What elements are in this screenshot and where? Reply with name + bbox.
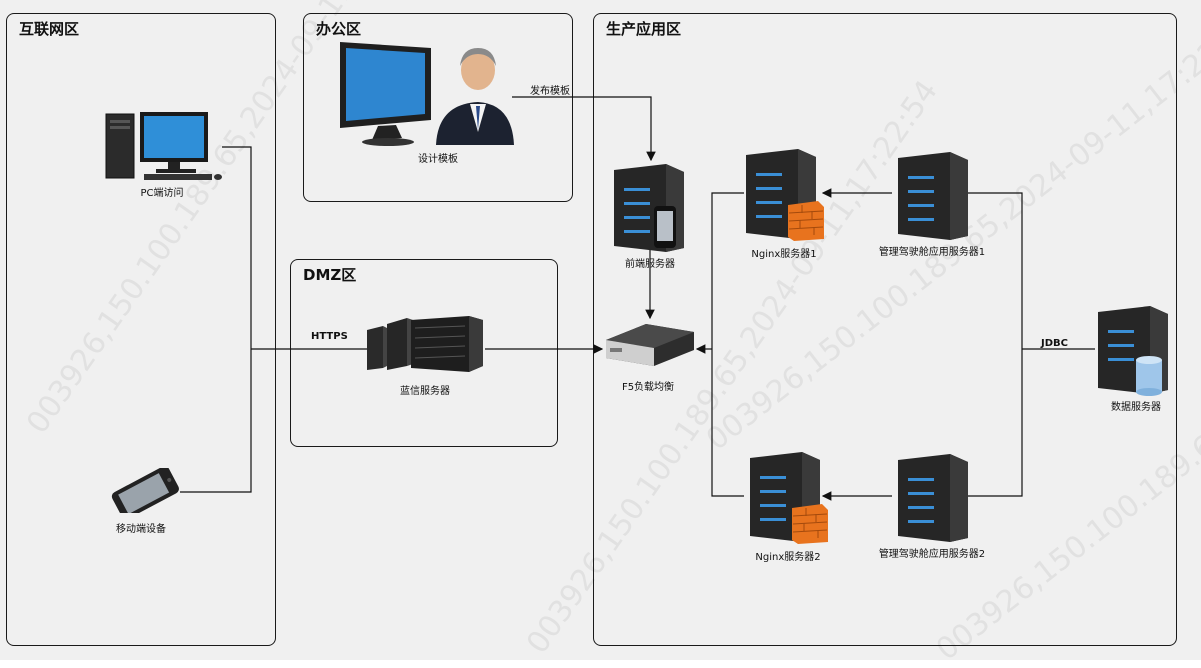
frontend-label: 前端服务器 [625, 259, 675, 270]
firewall-icon [788, 201, 824, 241]
edge-label-jdbc: JDBC [1041, 338, 1068, 349]
nginx2-node: Nginx服务器2 [746, 446, 831, 563]
app2-label: 管理驾驶舱应用服务器2 [878, 549, 986, 560]
server-tower-icon [1098, 306, 1168, 396]
server-rack-icon [367, 316, 483, 372]
nginx1-label: Nginx服务器1 [751, 249, 817, 260]
db-node: 数据服务器 [1094, 300, 1174, 413]
pc-label: PC端访问 [140, 188, 184, 199]
zone-dmz: DMZ区 [290, 259, 558, 447]
frontend-node: 前端服务器 [610, 158, 690, 270]
link-designer-frontend [512, 96, 656, 162]
link-db-bus [968, 192, 1023, 497]
smartphone-icon [111, 466, 179, 520]
firewall-icon [792, 504, 828, 544]
f5-node: F5负载均衡 [602, 320, 697, 393]
edge-label-publish: 发布模板 [530, 86, 570, 97]
server-tower-icon [898, 152, 968, 240]
landian-label: 蓝信服务器 [400, 386, 450, 397]
db-label: 数据服务器 [1111, 402, 1161, 413]
app2-node: 管理驾驶舱应用服务器2 [879, 448, 985, 560]
zone-title-office: 办公区 [316, 20, 362, 38]
zone-production: 生产应用区 [593, 13, 1177, 646]
link-pc [222, 146, 252, 349]
app1-node: 管理驾驶舱应用服务器1 [879, 146, 985, 258]
nginx1-node: Nginx服务器1 [742, 143, 827, 260]
zone-title-production: 生产应用区 [606, 20, 682, 38]
mobile-phone-icon [654, 206, 676, 248]
app1-label: 管理驾驶舱应用服务器1 [878, 247, 986, 258]
server-tower-icon [746, 149, 824, 241]
mobile-node: 移动端设备 [104, 466, 184, 535]
edge-label-https: HTTPS [311, 331, 348, 342]
f5-label: F5负载均衡 [621, 382, 675, 393]
user-icon [436, 48, 514, 145]
server-tower-icon [898, 454, 968, 542]
zone-title-internet: 互联网区 [19, 20, 80, 38]
nginx2-label: Nginx服务器2 [755, 552, 821, 563]
server-tower-icon [614, 164, 684, 252]
link-nginx-f5 [711, 192, 744, 497]
desktop-computer-icon [105, 112, 222, 180]
designer-workstation-icon [340, 42, 514, 146]
load-balancer-icon [606, 324, 694, 366]
pc-node: PC端访问 [104, 110, 224, 199]
designer-node: 设计模板 [336, 40, 521, 165]
landian-node: 蓝信服务器 [365, 316, 487, 397]
zone-office: 办公区 [303, 13, 573, 202]
zone-internet: 互联网区 [6, 13, 276, 646]
server-tower-icon [750, 452, 828, 544]
link-mobile [180, 349, 252, 493]
database-icon [1136, 356, 1162, 396]
mobile-label: 移动端设备 [116, 524, 166, 535]
designer-label: 设计模板 [418, 154, 458, 165]
monitor-icon [340, 42, 431, 146]
zone-title-dmz: DMZ区 [303, 266, 357, 284]
